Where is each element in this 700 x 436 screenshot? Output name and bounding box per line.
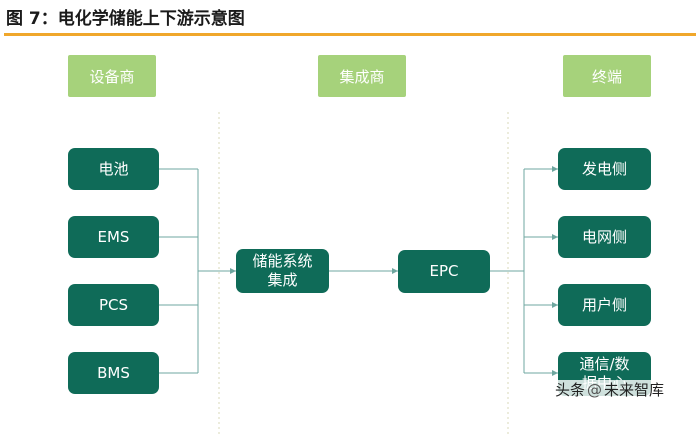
- node-ems: EMS: [68, 216, 159, 258]
- node-battery: 电池: [68, 148, 159, 190]
- header-midstream: 集成商: [318, 55, 406, 97]
- watermark-text: 未来智库: [604, 381, 665, 399]
- title-divider: [4, 33, 696, 36]
- watermark-prefix: 头条: [555, 381, 586, 399]
- arrow-datacenter: [552, 370, 558, 376]
- node-user-side: 用户侧: [558, 284, 651, 326]
- arrow-generation: [552, 166, 558, 172]
- arrow-user: [552, 302, 558, 308]
- node-integration: 储能系统 集成: [236, 249, 329, 293]
- node-generation-side: 发电侧: [558, 148, 651, 190]
- arrow-to-epc: [392, 268, 398, 274]
- node-grid-side: 电网侧: [558, 216, 651, 258]
- header-upstream: 设备商: [68, 55, 156, 97]
- header-downstream: 终端: [563, 55, 651, 97]
- arrow-grid: [552, 234, 558, 240]
- at-icon: @: [587, 381, 603, 399]
- arrow-to-integration: [230, 268, 236, 274]
- node-pcs: PCS: [68, 284, 159, 326]
- watermark: 头条@未来智库: [555, 380, 665, 400]
- node-epc: EPC: [398, 250, 490, 293]
- node-bms: BMS: [68, 352, 159, 394]
- figure-title: 图 7：电化学储能上下游示意图: [6, 9, 245, 29]
